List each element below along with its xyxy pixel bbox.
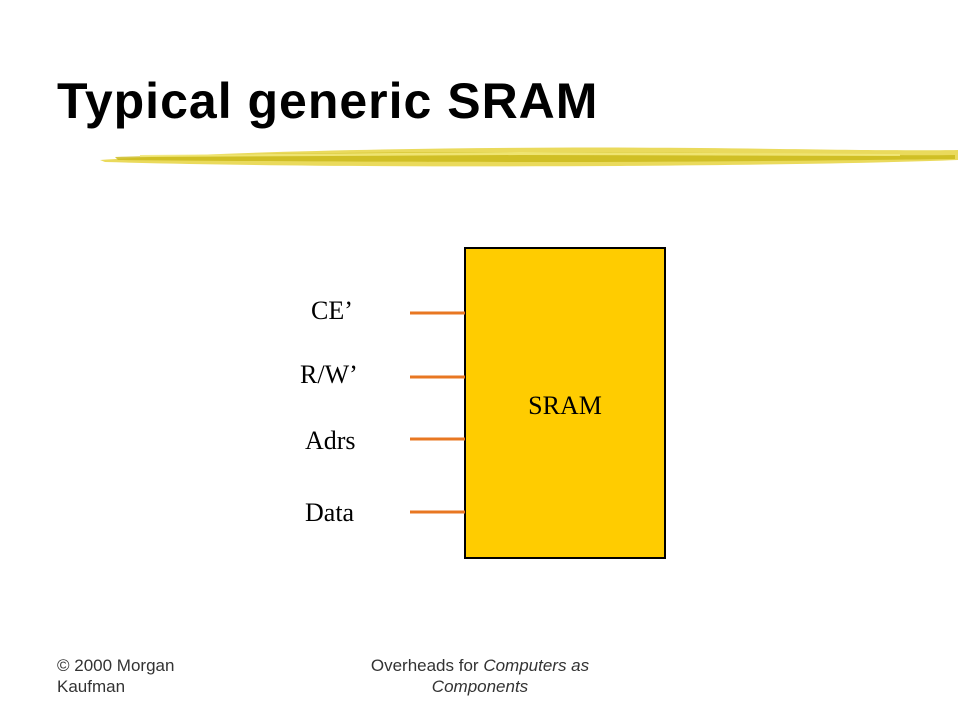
footer-course-prefix: Overheads for [370, 656, 484, 675]
signal-label-ce: CE’ [311, 296, 353, 325]
signal-label-data: Data [305, 498, 355, 527]
slide-title: Typical generic SRAM [57, 73, 599, 129]
sram-block [464, 247, 666, 559]
footer-course-title: Overheads for Computers as Components [330, 655, 630, 697]
signal-label-adrs: Adrs [305, 426, 356, 455]
signal-label-rw: R/W’ [300, 360, 358, 389]
footer-copyright: © 2000 Morgan Kaufman [57, 656, 175, 696]
footer-book-title: Computers as Components [431, 656, 590, 696]
sram-block-label: SRAM [528, 391, 602, 420]
